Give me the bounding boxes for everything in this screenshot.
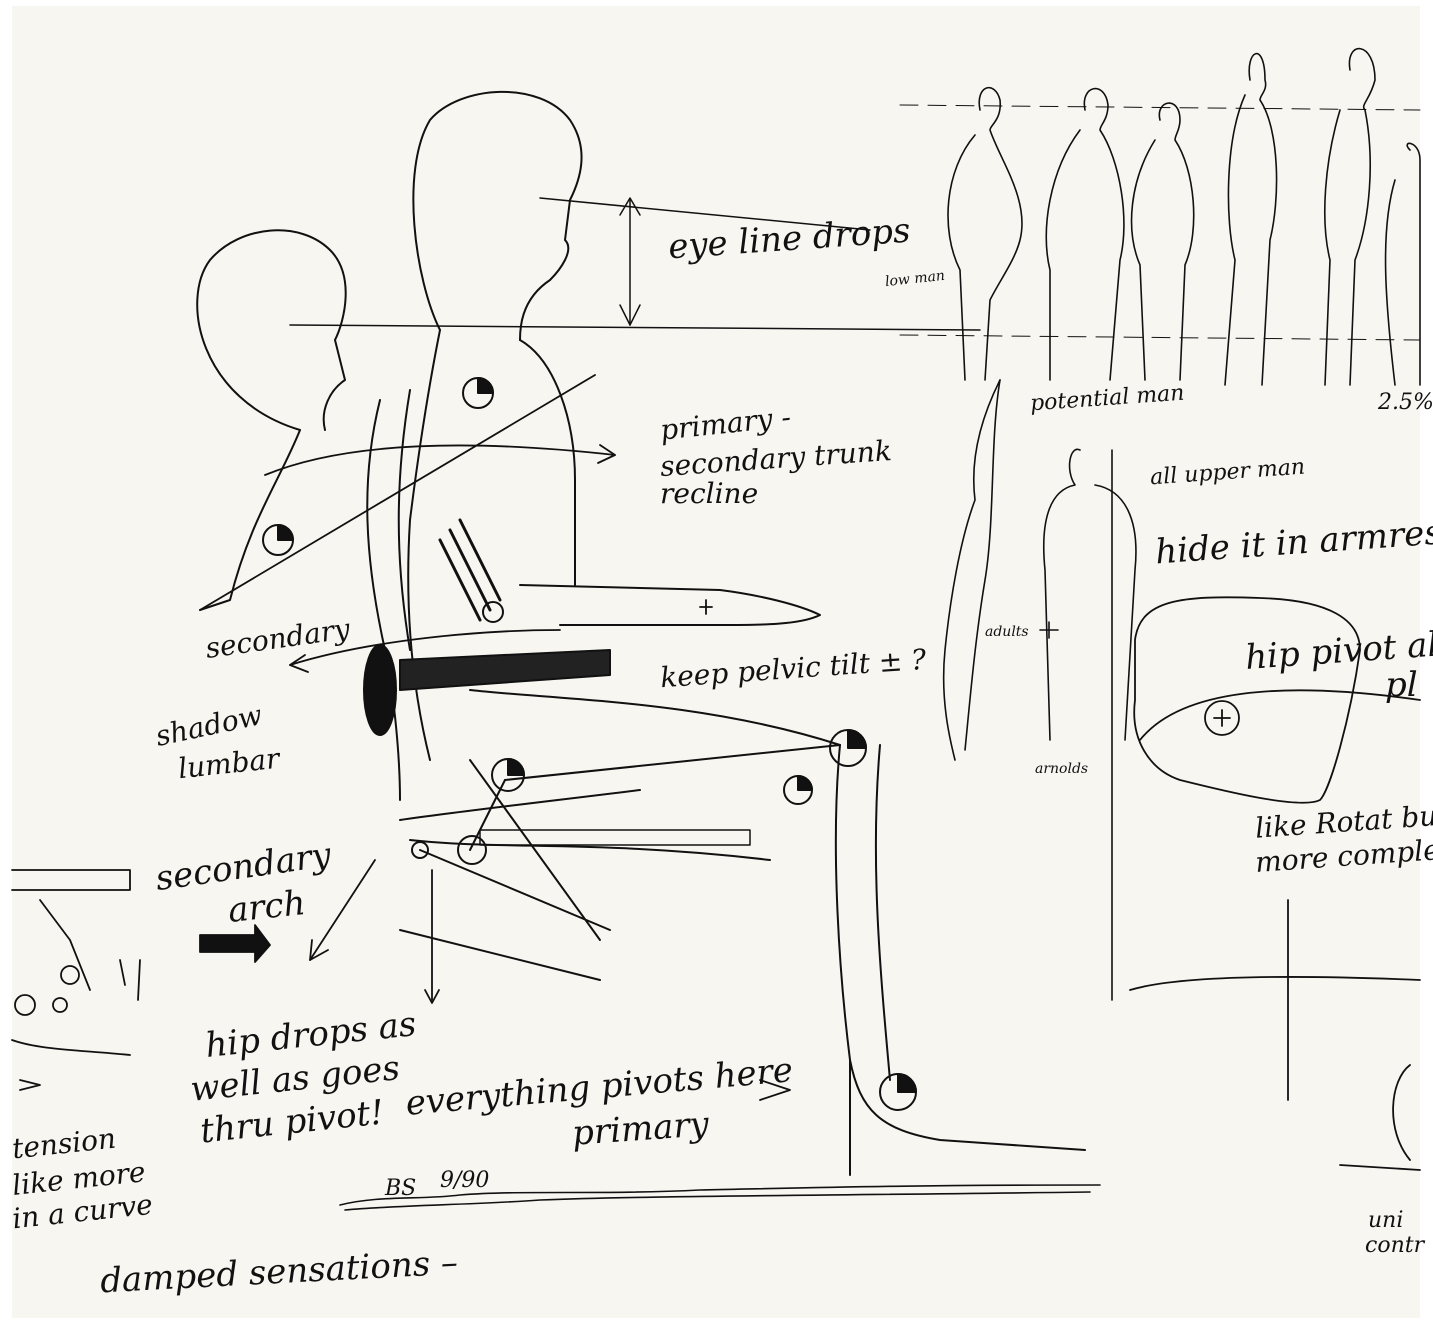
- note-arnolds: arnolds: [1035, 762, 1088, 776]
- note-pl: pl: [1385, 668, 1418, 702]
- note-primary-label: primary: [571, 1107, 710, 1150]
- note-right-bottom-1: uni: [1368, 1210, 1403, 1232]
- note-initials: BS: [385, 1178, 416, 1200]
- note-recline: recline: [660, 480, 758, 508]
- note-pct: 2.5%: [1378, 392, 1433, 414]
- note-secondary-arch-2: arch: [226, 886, 307, 928]
- note-date: 9/90: [440, 1170, 489, 1192]
- note-adults: adults: [985, 625, 1029, 639]
- note-right-bottom-2: contr: [1365, 1235, 1424, 1257]
